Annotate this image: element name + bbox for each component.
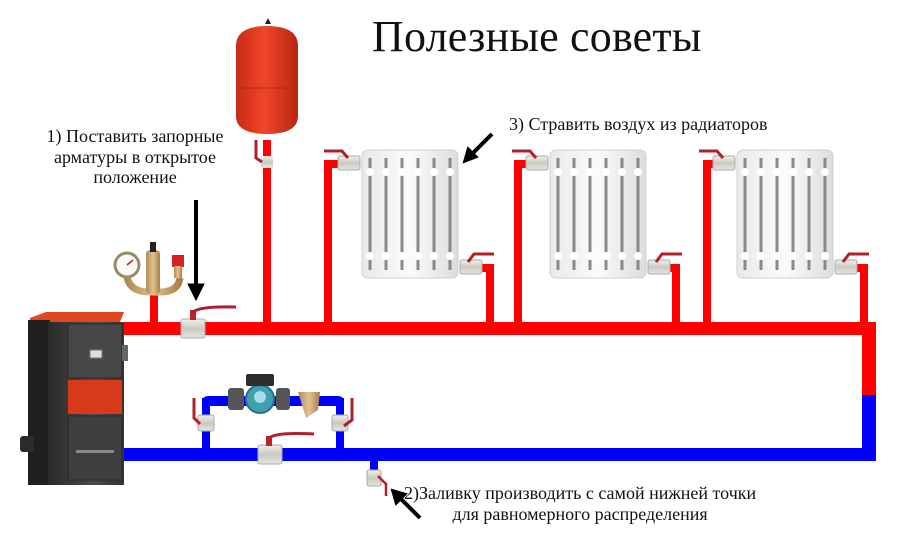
arrow-icon-tip3	[462, 132, 494, 164]
radiator-1-return-leg	[486, 264, 494, 324]
radiators	[324, 149, 869, 279]
supply-tank-branch	[263, 140, 271, 324]
return-main-pipe	[120, 448, 876, 461]
supply-right-riser	[862, 322, 876, 397]
radiator-return-valve[interactable]	[834, 252, 869, 275]
arrow-icon-tip2	[390, 488, 422, 520]
radiator-icon	[361, 149, 459, 279]
supply-shutoff-valve[interactable]	[180, 305, 237, 339]
supply-safety-branch	[150, 292, 158, 324]
tip-2-line: для равномерного распределения	[452, 503, 708, 524]
radiator-supply-valve[interactable]	[699, 149, 736, 171]
radiator-1-supply-riser	[324, 160, 332, 324]
drain-stub	[370, 459, 378, 471]
expansion-tank-icon	[236, 18, 298, 168]
return-right-riser	[862, 395, 876, 461]
tip-1-line: 1) Поставить запорные	[46, 126, 224, 146]
tip-3-bleed-air: 3) Стравить воздух из радиаторов	[509, 114, 768, 134]
radiator-return-valve[interactable]	[647, 252, 682, 275]
bypass-right-valve[interactable]	[331, 398, 354, 432]
radiator-supply-valve[interactable]	[324, 149, 361, 171]
safety-group-icon	[113, 242, 184, 296]
radiator-2-return-leg	[672, 264, 680, 324]
radiator-return-valve[interactable]	[459, 252, 494, 275]
boiler-icon	[20, 312, 128, 485]
fill-valve[interactable]	[366, 469, 388, 496]
radiator-icon	[549, 149, 647, 279]
page-title: Полезные советы	[372, 12, 702, 61]
radiator-icon	[736, 149, 834, 279]
tip-2-line: 2)Заливку производить с самой нижней точ…	[404, 483, 757, 503]
radiator-2-supply-riser	[514, 160, 522, 324]
radiator-3-supply-riser	[703, 160, 711, 324]
radiator-3-return-leg	[860, 264, 868, 324]
tip-1-line: положение	[93, 167, 177, 188]
bypass-left-valve[interactable]	[192, 398, 215, 432]
supply-main-pipe	[120, 322, 876, 335]
tip-1-open-valves: 1) Поставить запорные арматуры в открыто…	[22, 126, 248, 188]
bypass-bottom-valve[interactable]	[257, 432, 315, 465]
radiator-supply-valve[interactable]	[512, 149, 549, 171]
circulation-pump-icon	[228, 374, 290, 414]
tip-1-line: арматуры в открытое	[53, 146, 217, 167]
tip-2-fill-from-lowest-point: 2)Заливку производить с самой нижней точ…	[404, 483, 756, 524]
arrow-icon-tip1	[187, 200, 205, 302]
strainer-icon	[298, 392, 320, 418]
